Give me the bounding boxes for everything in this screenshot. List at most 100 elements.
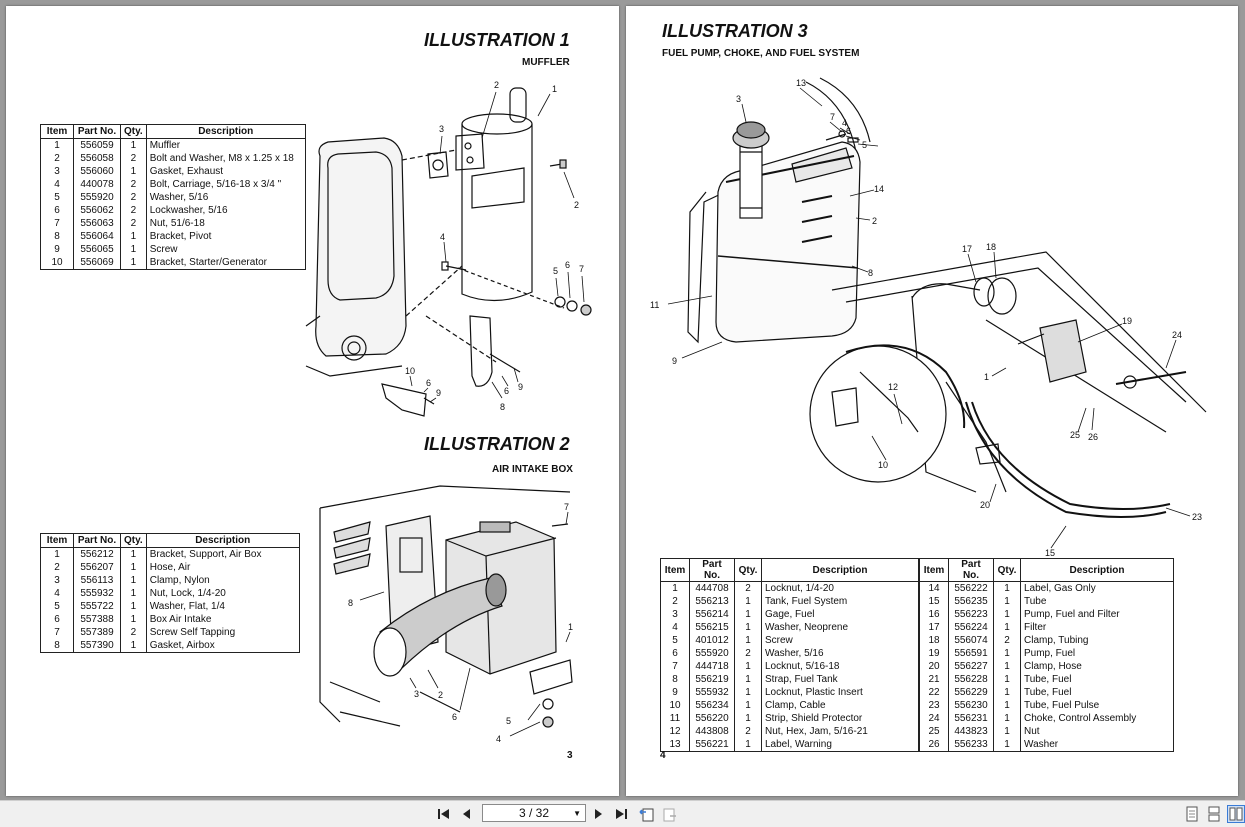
cell-description: Tank, Fuel System	[761, 595, 920, 608]
cell-item: 5	[40, 191, 74, 204]
col-qty: Qty.	[120, 124, 147, 139]
cell-item: 7	[40, 626, 74, 639]
cell-qty: 1	[120, 256, 147, 270]
continuous-page-icon[interactable]	[1205, 805, 1223, 823]
cell-description: Nut, 51/6-18	[145, 217, 306, 230]
cell-qty: 1	[120, 587, 147, 600]
cell-description: Strap, Fuel Tank	[761, 673, 920, 686]
cell-description: Washer, Neoprene	[761, 621, 920, 634]
callout-6c: 6	[504, 386, 509, 396]
next-page-icon[interactable]	[590, 805, 608, 823]
cell-description: Box Air Intake	[145, 613, 300, 626]
page-number-select[interactable]: 3 / 32 ▼	[482, 804, 586, 822]
callout-7: 7	[564, 502, 569, 512]
cell-qty: 1	[993, 647, 1021, 660]
cell-item: 9	[660, 686, 690, 699]
chevron-down-icon: ▼	[573, 809, 581, 818]
cell-item: 25	[918, 725, 949, 738]
cell-part-no: 444708	[689, 581, 735, 595]
cell-description: Gage, Fuel	[761, 608, 920, 621]
illustration-1-title: ILLUSTRATION 1	[424, 30, 570, 50]
table-header-row: Item Part No. Qty. Description Item Part…	[660, 558, 1174, 582]
cell-description: Nut, Hex, Jam, 5/16-21	[761, 725, 920, 738]
callout-9: 9	[436, 388, 441, 398]
cell-description: Pump, Fuel and Filter	[1020, 608, 1174, 621]
cell-part-no: 556219	[689, 673, 735, 686]
cell-qty: 1	[734, 673, 762, 686]
callout-5: 5	[506, 716, 511, 726]
cell-part-no: 556222	[948, 581, 994, 595]
callout-6: 6	[452, 712, 457, 722]
callout-7: 7	[830, 112, 835, 122]
cell-item: 3	[660, 608, 690, 621]
cell-item: 2	[40, 561, 74, 574]
cell-item: 22	[918, 686, 949, 699]
cell-item: 20	[918, 660, 949, 673]
cell-part-no: 556220	[689, 712, 735, 725]
col-item: Item	[40, 124, 74, 139]
cell-description: Screw Self Tapping	[145, 626, 300, 639]
col-item: Item	[40, 533, 74, 548]
cell-description: Nut	[1020, 725, 1174, 738]
cell-part-no: 555920	[73, 191, 121, 204]
cell-part-no: 556229	[948, 686, 994, 699]
cell-qty: 1	[120, 561, 147, 574]
callout-2: 2	[494, 80, 499, 90]
cell-description: Clamp, Nylon	[145, 574, 300, 587]
callout-1: 1	[984, 372, 989, 382]
first-page-icon[interactable]	[435, 805, 453, 823]
cell-description: Bolt, Carriage, 5/16-18 x 3/4 "	[145, 178, 306, 191]
cell-description: Choke, Control Assembly	[1020, 712, 1174, 725]
cell-qty: 1	[120, 613, 147, 626]
callout-13: 13	[796, 78, 806, 88]
cell-description: Tube, Fuel	[1020, 686, 1174, 699]
prev-view-icon[interactable]	[638, 805, 656, 823]
cell-qty: 1	[734, 686, 762, 699]
cell-part-no: 556235	[948, 595, 994, 608]
cell-part-no: 556059	[73, 138, 121, 152]
callout-2: 2	[438, 690, 443, 700]
callout-8: 8	[500, 402, 505, 412]
cell-part-no: 443808	[689, 725, 735, 738]
cell-qty: 1	[993, 621, 1021, 634]
illustration-3-subtitle: FUEL PUMP, CHOKE, AND FUEL SYSTEM	[662, 48, 860, 59]
callout-12: 12	[888, 382, 898, 392]
cell-description: Pump, Fuel	[1020, 647, 1174, 660]
callout-3: 3	[439, 124, 444, 134]
callout-2: 2	[872, 216, 877, 226]
last-page-icon[interactable]	[612, 805, 630, 823]
cell-item: 5	[40, 600, 74, 613]
two-page-icon[interactable]	[1227, 805, 1245, 823]
callout-2b: 2	[574, 200, 579, 210]
cell-part-no: 556213	[689, 595, 735, 608]
cell-description: Strip, Shield Protector	[761, 712, 920, 725]
prev-page-icon[interactable]	[457, 805, 475, 823]
cell-item: 21	[918, 673, 949, 686]
callout-3: 3	[414, 689, 419, 699]
cell-description: Gasket, Airbox	[145, 639, 300, 653]
cell-item: 6	[40, 613, 74, 626]
cell-qty: 2	[120, 178, 147, 191]
cell-qty: 2	[734, 647, 762, 660]
cell-description: Filter	[1020, 621, 1174, 634]
cell-description: Tube	[1020, 595, 1174, 608]
callout-4: 4	[496, 734, 501, 744]
cell-qty: 1	[993, 595, 1021, 608]
cell-part-no: 555722	[73, 600, 121, 613]
cell-qty: 2	[120, 217, 147, 230]
single-page-icon[interactable]	[1183, 805, 1201, 823]
next-view-icon[interactable]	[661, 805, 679, 823]
